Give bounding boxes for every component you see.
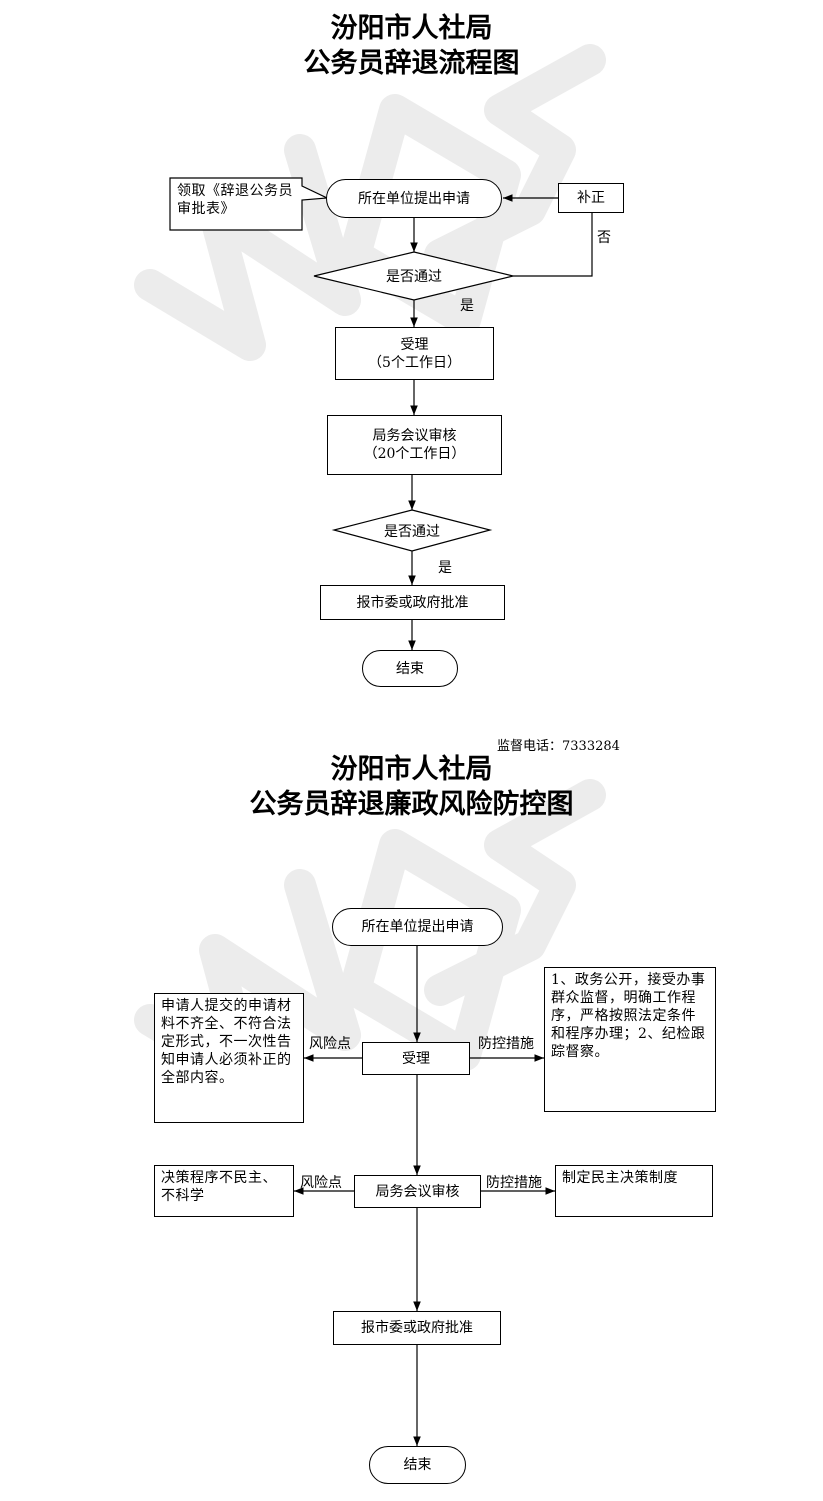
decision2-label: 是否通过	[384, 524, 440, 540]
risk-point-label-2: 风险点	[300, 1175, 342, 1191]
step-meeting-review: 局务会议审核 （20个工作日）	[327, 415, 502, 475]
control-measure-label-1: 防控措施	[478, 1036, 534, 1052]
risk-step-end-label: 结束	[403, 1457, 432, 1473]
step-accept-days: （5个工作日）	[368, 354, 461, 371]
control-measure-2-box: 制定民主决策制度	[555, 1165, 713, 1217]
supervision-hotline: 监督电话：7333284	[497, 739, 620, 754]
risk-step-accept: 受理	[362, 1042, 470, 1075]
risk-step-accept-label: 受理	[402, 1050, 430, 1067]
control-measure-1-box: 1、政务公开，接受办事群众监督，明确工作程序，严格按照法定条件和程序办理；2、纪…	[544, 967, 716, 1112]
chart1-title-line1: 汾阳市人社局	[330, 13, 493, 44]
step-submit-application: 所在单位提出申请	[326, 179, 502, 218]
chart2-title-line1: 汾阳市人社局	[330, 754, 493, 785]
step-supplement: 补正	[558, 183, 624, 213]
step-review-label: 局务会议审核	[372, 428, 457, 444]
step-end: 结束	[362, 650, 458, 687]
step-submit-label: 所在单位提出申请	[358, 190, 470, 207]
step-review-days: （20个工作日）	[363, 446, 466, 462]
risk-point-2-box: 决策程序不民主、不科学	[154, 1165, 294, 1217]
step-supplement-label: 补正	[577, 190, 605, 206]
risk-step-report-approval: 报市委或政府批准	[333, 1311, 501, 1345]
risk-step-submit-label: 所在单位提出申请	[361, 919, 474, 935]
risk-step-approve-label: 报市委或政府批准	[361, 1320, 473, 1336]
yes-label-2: 是	[438, 560, 452, 576]
chart1-title-line2: 公务员辞退流程图	[303, 48, 520, 79]
step-end-label: 结束	[396, 660, 424, 677]
callout-application-form: 领取《辞退公务员审批表》	[177, 183, 293, 217]
risk-step-review: 局务会议审核	[354, 1175, 481, 1208]
no-label: 否	[597, 230, 611, 246]
step-report-approval: 报市委或政府批准	[320, 585, 505, 620]
risk-step-review-label: 局务会议审核	[375, 1183, 460, 1200]
risk-point-1-box: 申请人提交的申请材料不齐全、不符合法定形式，不一次性告知申请人必须补正的全部内容…	[154, 993, 304, 1123]
risk-step-end: 结束	[369, 1446, 466, 1484]
callout-shape	[169, 177, 330, 231]
risk-step-submit: 所在单位提出申请	[332, 908, 503, 946]
step-accept-label: 受理	[400, 336, 429, 353]
decision1-label: 是否通过	[386, 269, 442, 285]
chart2-title-line2: 公务员辞退廉政风险防控图	[249, 789, 574, 820]
yes-label-1: 是	[460, 298, 474, 314]
control-measure-label-2: 防控措施	[486, 1175, 542, 1191]
risk-point-label-1: 风险点	[309, 1036, 351, 1052]
step-accept: 受理 （5个工作日）	[335, 327, 494, 380]
step-approve-label: 报市委或政府批准	[356, 594, 469, 611]
